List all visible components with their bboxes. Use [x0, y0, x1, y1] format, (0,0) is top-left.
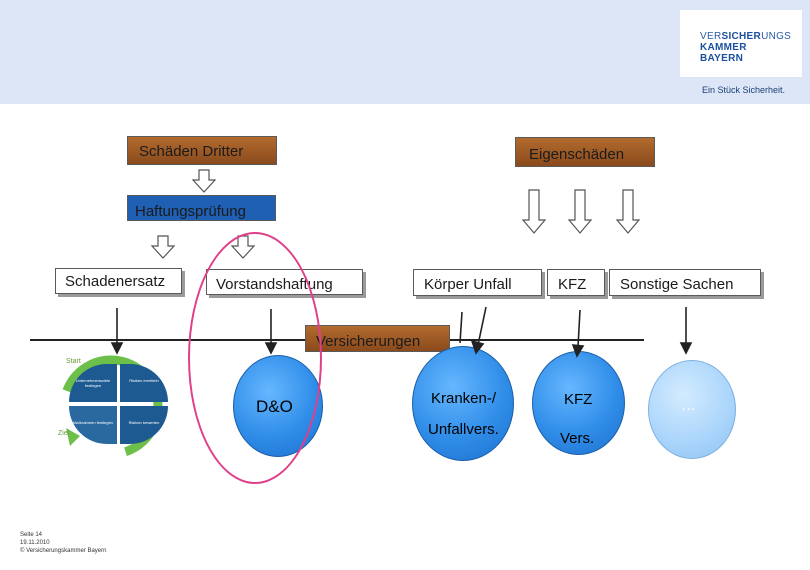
arrow-down-icon	[110, 342, 124, 355]
box-koerper-unfall: Körper Unfall	[413, 269, 542, 296]
hollow-arrow-down-icon	[521, 189, 547, 234]
highlight-ellipse	[188, 232, 322, 484]
company-logo: VERSICHERUNGS KAMMER BAYERN	[680, 10, 802, 77]
box-versicherungen-label: Versicherungen	[316, 333, 421, 350]
box-schaeden-dritter-label: Schäden Dritter	[139, 143, 244, 160]
box-schadenersatz: Schadenersatz	[55, 268, 182, 294]
logo-text-sicher: SICHER	[721, 31, 762, 42]
circle-kfz-line2: Vers.	[560, 430, 595, 447]
circle-kranken-line2: Unfallvers.	[428, 421, 499, 438]
box-koerper-unfall-label: Körper Unfall	[424, 276, 512, 293]
hollow-arrow-down-icon	[191, 169, 217, 193]
logo-line-2: KAMMER	[700, 42, 747, 53]
box-schaeden-dritter: Schäden Dritter	[127, 136, 277, 165]
box-sonstige-sachen-label: Sonstige Sachen	[620, 276, 734, 293]
box-eigenschaeden-label: Eigenschäden	[529, 146, 625, 163]
box-haftungspruefung-label: Haftungsprüfung	[135, 203, 246, 220]
logo-line-3: BAYERN	[700, 53, 744, 64]
wheel-quadrant-4: Risiken bewerten	[120, 406, 168, 444]
wheel-ziel-label: Ziel	[58, 430, 70, 437]
circle-sonstige: …	[648, 360, 736, 459]
logo-line-1: VERSICHERUNGS	[700, 31, 791, 42]
wheel-start-label: Start	[66, 358, 81, 365]
footer-page: Seite 14	[20, 532, 43, 538]
hollow-arrow-down-icon	[567, 189, 593, 234]
logo-text-ver: VER	[700, 31, 722, 42]
footer-date: 19.11.2010	[20, 540, 50, 546]
circle-sonstige-label: …	[681, 397, 696, 414]
tagline: Ein Stück Sicherheit.	[702, 85, 786, 95]
box-kfz: KFZ	[547, 269, 605, 296]
arrow-down-icon	[679, 342, 693, 355]
box-haftungspruefung: Haftungsprüfung	[127, 195, 276, 221]
header-band	[0, 0, 810, 104]
box-kfz-label: KFZ	[558, 276, 587, 293]
box-schadenersatz-label: Schadenersatz	[65, 273, 166, 290]
arrow-down-icon	[470, 339, 485, 355]
footer-copyright: © Versicherungskammer Bayern	[20, 548, 107, 554]
box-sonstige-sachen: Sonstige Sachen	[609, 269, 761, 296]
box-eigenschaeden: Eigenschäden	[515, 137, 655, 167]
circle-kfz-line1: KFZ	[564, 391, 593, 408]
circle-kranken-line1: Kranken-/	[431, 390, 497, 407]
hollow-arrow-down-icon	[150, 235, 176, 259]
cycle-arrowhead-icon	[66, 428, 80, 446]
arrow-down-icon	[571, 344, 585, 358]
circle-kfz-vers: KFZ Vers.	[532, 351, 625, 455]
logo-text-ungs: UNGS	[761, 31, 792, 42]
circle-kranken-unfallvers: Kranken-/ Unfallvers.	[412, 346, 514, 461]
hollow-arrow-down-icon	[615, 189, 641, 234]
box-versicherungen: Versicherungen	[305, 325, 450, 352]
